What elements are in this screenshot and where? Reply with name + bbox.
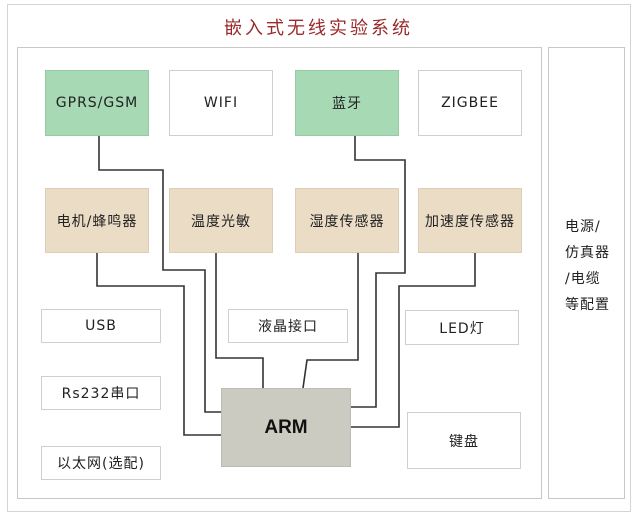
interface-usb: USB [41,309,161,343]
interface-rs232: Rs232串口 [41,376,161,410]
wire-bluetooth-arm [351,135,406,408]
interface-ethernet: 以太网(选配) [41,446,161,480]
side-panel-text: 电源/ 仿真器 /电缆 等配置 [565,214,621,318]
side-panel [548,47,625,499]
module-gprs-gsm: GPRS/GSM [45,70,149,136]
wire-humidity-arm [302,253,359,389]
side-line: /电缆 [565,271,601,287]
main-panel [17,47,542,499]
module-humidity-sensor: 湿度传感器 [295,188,399,253]
arm-core: ARM [221,388,351,467]
interface-lcd: 液晶接口 [228,309,348,343]
wire-accel-arm [351,253,476,428]
module-bluetooth: 蓝牙 [295,70,399,136]
side-line: 仿真器 [565,245,610,261]
interface-keyboard: 键盘 [407,412,521,469]
wire-motor-arm [96,253,222,436]
module-accel-sensor: 加速度传感器 [418,188,522,253]
diagram-title: 嵌入式无线实验系统 [224,18,413,39]
side-line: 电源/ [565,219,601,235]
module-wifi: WIFI [169,70,273,136]
module-temp-light: 温度光敏 [169,188,273,253]
module-motor-buzzer: 电机/蜂鸣器 [45,188,149,253]
wire-gprs-arm [98,135,222,413]
side-line: 等配置 [565,297,610,313]
interface-led: LED灯 [405,310,519,345]
module-zigbee: ZIGBEE [418,70,522,136]
wire-templight-arm [215,253,264,388]
